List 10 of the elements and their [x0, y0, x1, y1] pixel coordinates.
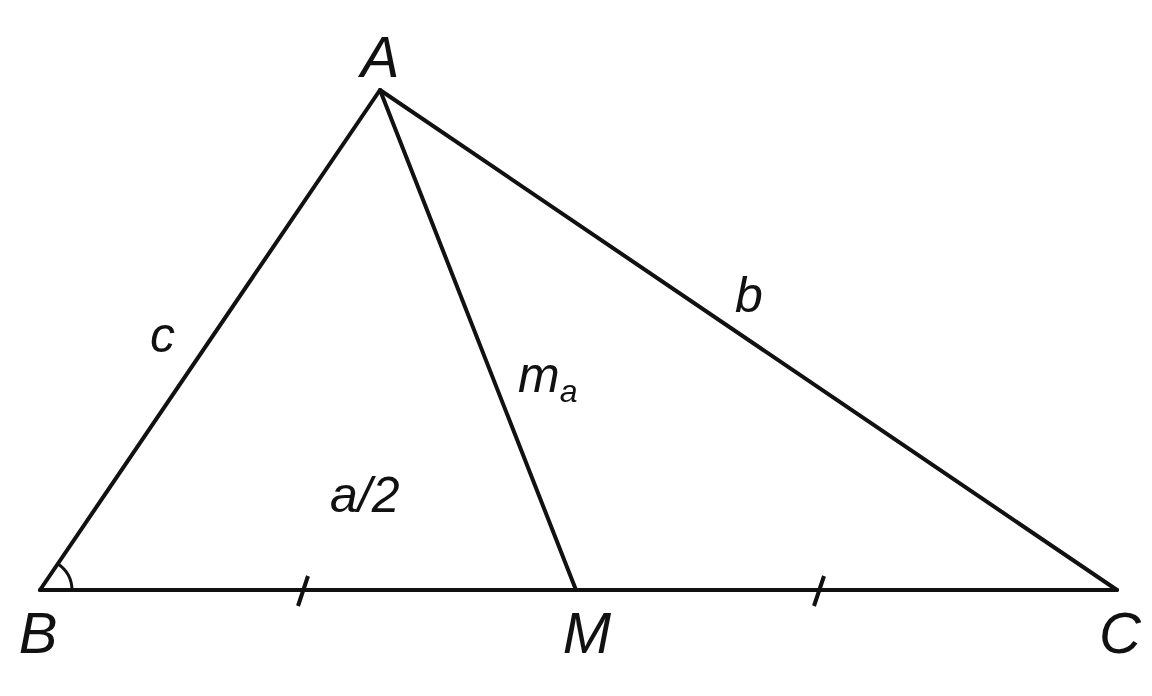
edge-label: m$_{a}$: [518, 350, 578, 411]
vertex-label: A: [360, 28, 400, 86]
edge-label: a/2: [330, 470, 400, 520]
vertex-label: M: [562, 604, 612, 662]
edge-label: c: [150, 310, 175, 360]
vertex-label: B: [18, 604, 58, 662]
triangle-side: [38, 588, 578, 592]
vertex-label: C: [1099, 604, 1141, 662]
edge-label: b: [735, 270, 763, 320]
triangle-side: [574, 588, 1119, 592]
